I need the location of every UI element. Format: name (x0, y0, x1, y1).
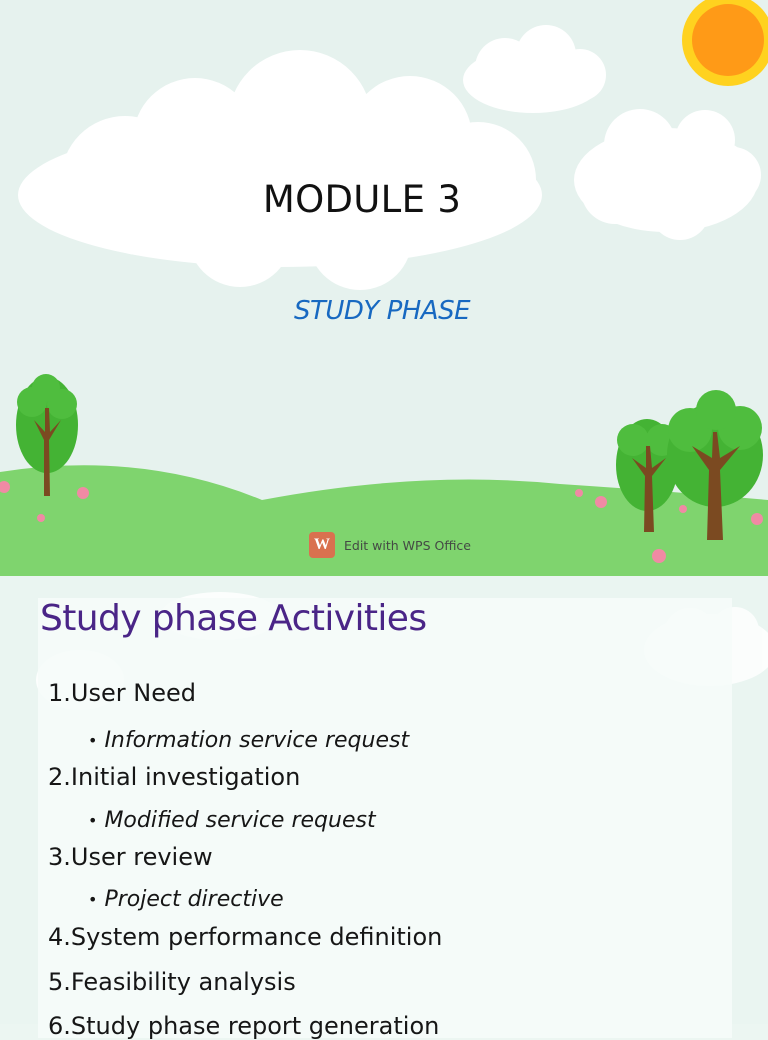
list-item-text: System performance definition (70, 923, 443, 951)
title-slide-scene (0, 0, 768, 576)
list-item-number: 2. (48, 763, 71, 791)
list-item-text: Study phase report generation (70, 1012, 440, 1040)
list-subitem-text: Project directive (104, 887, 284, 912)
list-item-number: 5. (48, 968, 71, 996)
list-item-text: Initial investigation (70, 763, 301, 791)
left-tree-icon (16, 374, 78, 496)
slide-title: MODULE 3 (262, 178, 462, 221)
wps-logo-icon: W (309, 532, 335, 558)
flower-icons (0, 481, 763, 563)
wps-watermark-text: Edit with WPS Office (344, 537, 471, 553)
title-slide: MODULE 3 STUDY PHASE W Edit with WPS Off… (0, 0, 768, 576)
list-subitem: • Modified service request (88, 808, 376, 833)
list-item-number: 6. (48, 1012, 71, 1040)
sun-icon (682, 0, 768, 86)
list-item: 2.Initial investigation (48, 763, 300, 791)
list-item: 4.System performance definition (48, 923, 442, 951)
title-cloud (18, 50, 542, 290)
right-tree-small-icon (616, 419, 678, 532)
bullet-icon: • (88, 890, 98, 909)
small-cloud (463, 25, 606, 113)
list-item-text: Feasibility analysis (70, 968, 296, 996)
list-item: 1.User Need (48, 679, 196, 707)
list-subitem: • Information service request (88, 728, 409, 753)
right-tree-large-icon (667, 390, 763, 540)
right-cloud (574, 109, 761, 240)
bullet-icon: • (88, 731, 98, 750)
content-panel (38, 598, 732, 1038)
wps-watermark[interactable]: W Edit with WPS Office (309, 532, 471, 558)
list-item-text: User review (70, 843, 213, 871)
list-item: 3.User review (48, 843, 213, 871)
slide-heading: Study phase Activities (40, 598, 427, 639)
bullet-icon: • (88, 811, 98, 830)
slide-subtitle: STUDY PHASE (293, 296, 471, 326)
list-item-number: 3. (48, 843, 71, 871)
list-subitem-text: Information service request (104, 728, 410, 753)
list-subitem: • Project directive (88, 887, 284, 912)
list-item-text: User Need (70, 679, 196, 707)
list-item: 6.Study phase report generation (48, 1012, 439, 1040)
list-item: 5.Feasibility analysis (48, 968, 296, 996)
list-subitem-text: Modified service request (104, 808, 376, 833)
list-item-number: 4. (48, 923, 71, 951)
content-slide: Study phase Activities 1.User Need • Info… (0, 576, 768, 1040)
list-item-number: 1. (48, 679, 71, 707)
